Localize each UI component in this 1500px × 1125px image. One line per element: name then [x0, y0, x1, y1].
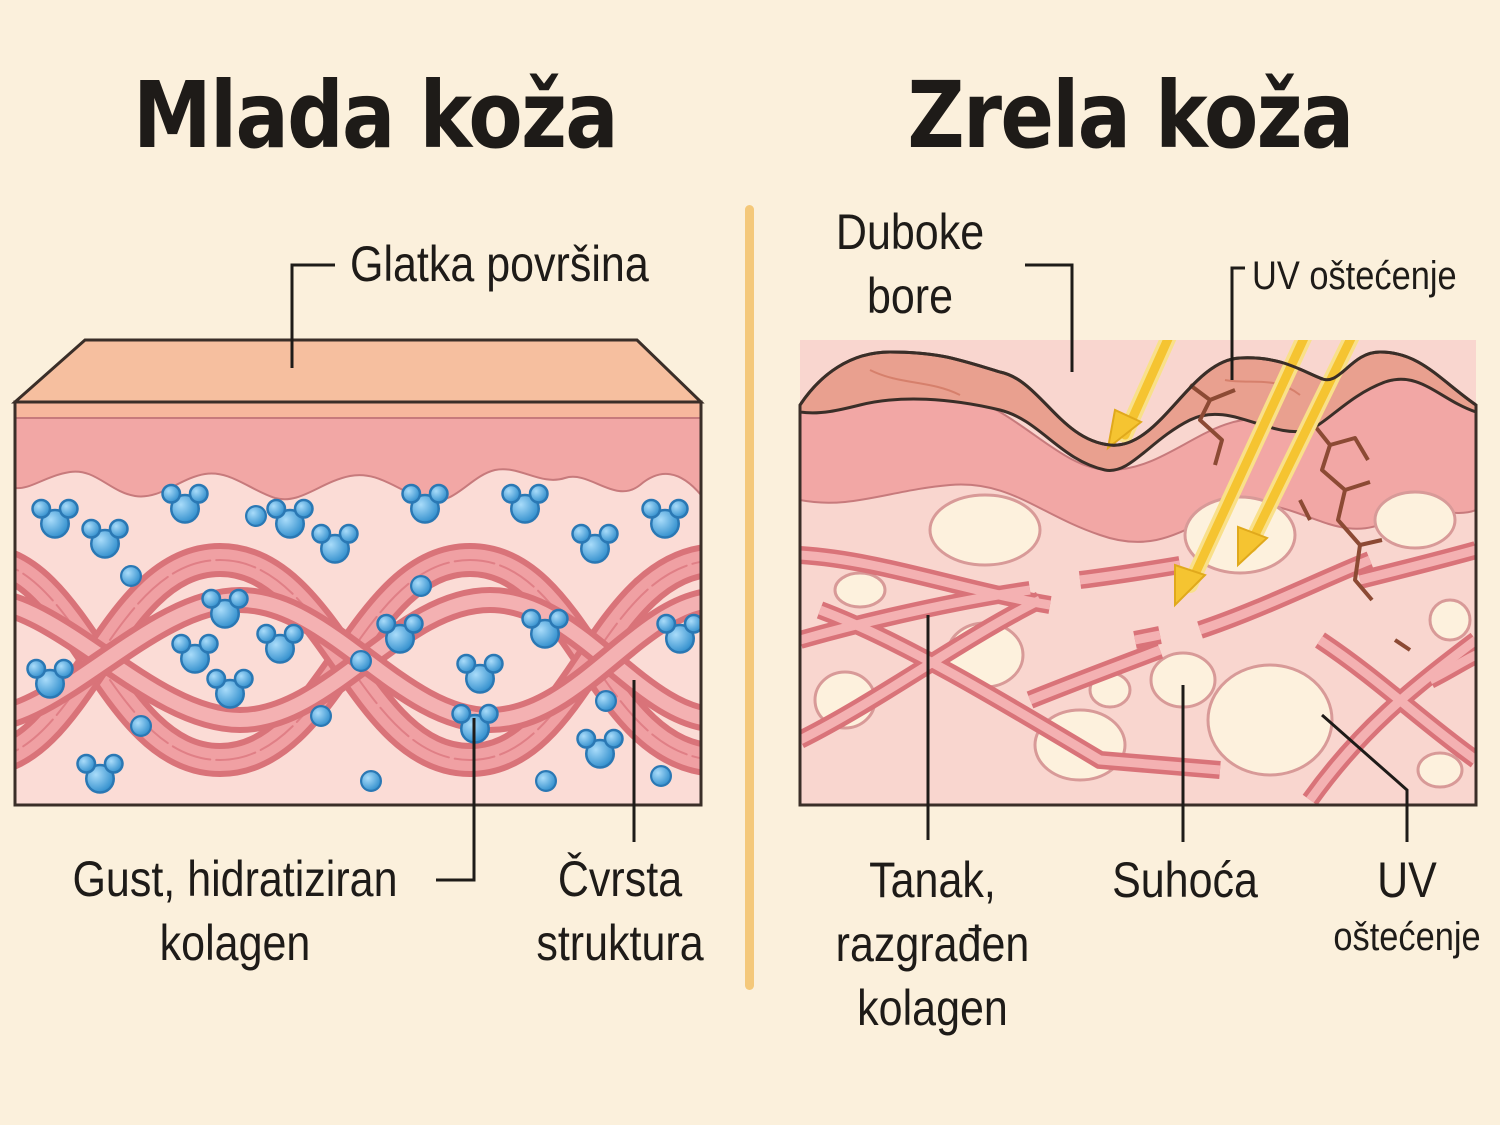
title-young-skin: Mlada koža	[133, 62, 619, 169]
young-leader-lines	[290, 263, 636, 882]
young-epidermis	[11, 338, 705, 404]
label-dryness: Suhoća	[1112, 852, 1258, 908]
label-thin-collagen-line3: kolagen	[857, 980, 1008, 1036]
skin-crack-icon	[1188, 383, 1412, 652]
mature-leader-lines	[926, 263, 1409, 842]
label-thin-collagen: Tanak, razgrađen kolagen	[819, 848, 1047, 1040]
label-firm-structure-line1: Čvrsta	[557, 851, 683, 907]
mature-skin-block	[798, 340, 1478, 807]
label-hydrated-collagen: Gust, hidratiziran kolagen	[50, 847, 420, 975]
young-dermis	[15, 417, 701, 502]
broken-collagen-fibers	[800, 541, 1476, 805]
label-uv-damage-bottom: UV oštećenje	[1325, 848, 1488, 963]
label-firm-structure: Čvrsta struktura	[517, 847, 723, 975]
label-deep-wrinkles: Duboke bore	[820, 200, 1001, 328]
label-firm-structure-line2: struktura	[536, 915, 704, 971]
label-hydrated-collagen-line1: Gust, hidratiziran	[72, 851, 398, 907]
label-deep-wrinkles-line1: Duboke	[835, 204, 985, 260]
label-uv-damage-top: UV oštećenje	[1252, 254, 1457, 298]
label-thin-collagen-line1: Tanak,	[869, 852, 996, 908]
label-smooth-surface: Glatka površina	[350, 236, 649, 292]
uv-ray-arrow-icon	[1106, 340, 1360, 608]
label-hydrated-collagen-line2: kolagen	[159, 915, 311, 971]
title-mature-skin: Zrela koža	[907, 62, 1354, 169]
young-skin-block	[11, 338, 705, 807]
label-uv-damage-bottom-line2: oštećenje	[1333, 915, 1481, 959]
label-uv-damage-bottom-line1: UV	[1377, 852, 1437, 908]
label-thin-collagen-line2: razgrađen	[835, 916, 1030, 972]
panel-divider	[745, 205, 754, 990]
label-deep-wrinkles-line2: bore	[866, 268, 954, 324]
